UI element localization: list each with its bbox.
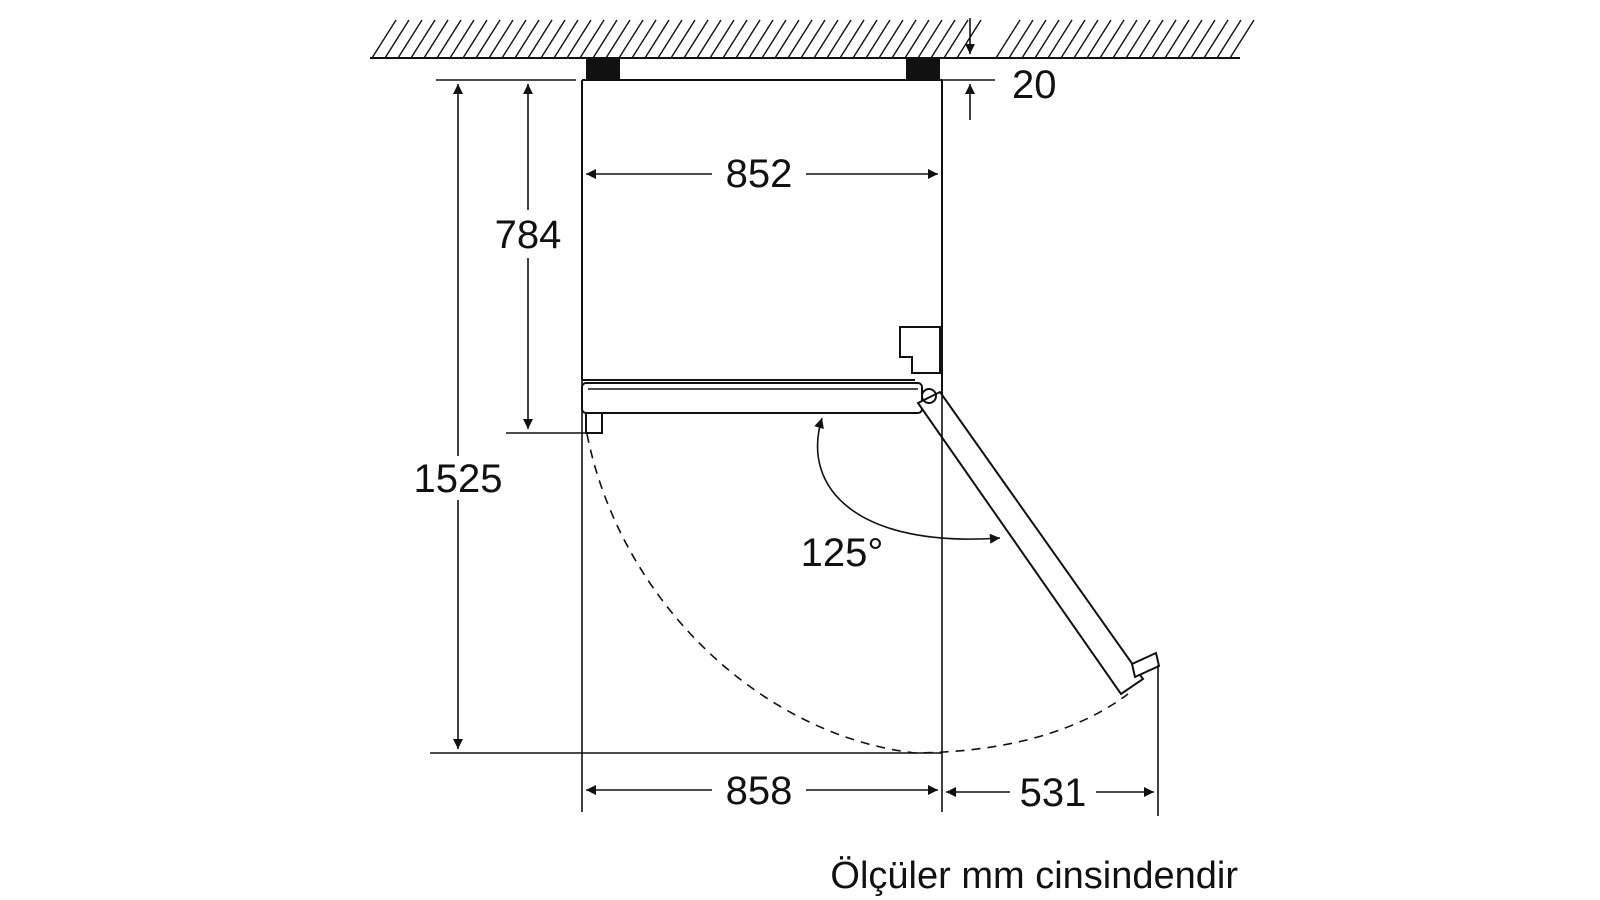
hatch-line — [540, 19, 566, 59]
door-swing-path — [586, 433, 1129, 754]
hatch-line — [501, 19, 527, 59]
wall-hatching — [371, 19, 1255, 59]
hatch-line — [1112, 19, 1138, 59]
hatch-line — [1073, 19, 1099, 59]
hatch-line — [449, 19, 475, 59]
hatch-line — [800, 19, 826, 59]
hatch-line — [527, 19, 553, 59]
hatch-line — [709, 19, 735, 59]
angle-125-label: 125° — [801, 531, 884, 575]
hatch-line — [1125, 19, 1151, 59]
hatch-line — [644, 19, 670, 59]
hatch-line — [878, 19, 904, 59]
hatch-line — [488, 19, 514, 59]
hatch-line — [735, 19, 761, 59]
hatch-line — [657, 19, 683, 59]
hatch-line — [566, 19, 592, 59]
hatch-line — [618, 19, 644, 59]
hatch-line — [1034, 19, 1060, 59]
hatch-line — [1047, 19, 1073, 59]
dimension-784: 784 — [495, 84, 562, 429]
hatch-line — [1138, 19, 1164, 59]
dimension-1525: 1525 — [414, 84, 503, 749]
units-caption: Ölçüler mm cinsindendir — [830, 855, 1238, 897]
dimension-858-label: 858 — [726, 769, 793, 813]
hatch-line — [1216, 19, 1242, 59]
hatch-line — [1060, 19, 1086, 59]
hatch-line — [1151, 19, 1177, 59]
hatch-line — [1177, 19, 1203, 59]
hatch-line — [579, 19, 605, 59]
hatch-line — [748, 19, 774, 59]
wall — [370, 19, 1255, 59]
cabinet — [581, 79, 943, 396]
angle-125: 125° — [801, 417, 1001, 575]
hinge-block — [899, 326, 941, 374]
dimension-852: 852 — [586, 152, 938, 196]
hatch-line — [384, 19, 410, 59]
hatch-line — [917, 19, 943, 59]
dimension-20-label: 20 — [1012, 63, 1057, 107]
hatch-line — [1086, 19, 1112, 59]
hatch-line — [930, 19, 956, 59]
hatch-line — [670, 19, 696, 59]
dimension-784-label: 784 — [495, 213, 562, 257]
hatch-line — [696, 19, 722, 59]
hatch-line — [631, 19, 657, 59]
hatch-line — [722, 19, 748, 59]
hatch-line — [1229, 19, 1255, 59]
hatch-line — [436, 19, 462, 59]
dimension-852-label: 852 — [726, 152, 793, 196]
hatch-line — [865, 19, 891, 59]
door-open — [916, 388, 1161, 696]
hatch-line — [683, 19, 709, 59]
wall-spacer-left — [586, 58, 620, 80]
hatch-line — [371, 19, 397, 59]
hatch-line — [813, 19, 839, 59]
dimension-531: 531 — [946, 771, 1154, 815]
hatch-line — [553, 19, 579, 59]
hatch-line — [514, 19, 540, 59]
hatch-line — [852, 19, 878, 59]
hatch-line — [891, 19, 917, 59]
extension-lines — [430, 79, 1159, 816]
hatch-line — [826, 19, 852, 59]
dimension-858: 858 — [586, 769, 938, 813]
hatch-line — [995, 19, 1021, 59]
hatch-line — [1099, 19, 1125, 59]
door-closed — [581, 382, 923, 434]
hatch-line — [475, 19, 501, 59]
hatch-line — [410, 19, 436, 59]
hatch-line — [761, 19, 787, 59]
dimension-1525-label: 1525 — [414, 457, 503, 501]
hatch-line — [462, 19, 488, 59]
hatch-line — [423, 19, 449, 59]
hatch-line — [1164, 19, 1190, 59]
hatch-line — [774, 19, 800, 59]
hatch-line — [592, 19, 618, 59]
hatch-line — [1203, 19, 1229, 59]
hatch-line — [839, 19, 865, 59]
hatch-line — [904, 19, 930, 59]
dimension-20: 20 — [965, 18, 1057, 120]
hatch-line — [1021, 19, 1047, 59]
hatch-line — [1008, 19, 1034, 59]
hatch-line — [943, 19, 969, 59]
hatch-line — [397, 19, 423, 59]
hatch-line — [1190, 19, 1216, 59]
hatch-line — [956, 19, 982, 59]
wall-spacer-right — [906, 58, 940, 80]
hatch-line — [787, 19, 813, 59]
hatch-line — [605, 19, 631, 59]
dimension-531-label: 531 — [1020, 771, 1087, 815]
